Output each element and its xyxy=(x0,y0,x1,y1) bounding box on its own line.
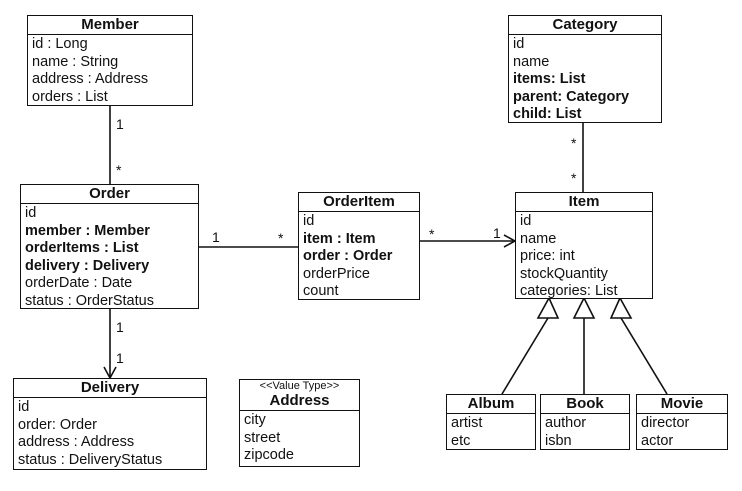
delivery-attr-order: order: Order xyxy=(18,416,97,433)
address-class-name: Address xyxy=(269,392,330,409)
movie-generalization-triangle xyxy=(609,296,633,319)
item-attr-categories: categories: List xyxy=(520,283,618,299)
orderitem-attr-count: count xyxy=(303,283,339,299)
member-attr-name: name : String xyxy=(32,53,119,70)
order-attr-id: id xyxy=(25,205,37,221)
mult-member-order-bottom: * xyxy=(116,162,122,178)
delivery-attr-id: id xyxy=(18,399,30,415)
order-class-name: Order xyxy=(21,185,198,204)
mult-member-order-top: 1 xyxy=(116,116,124,132)
orderitem-attr-item: item : Item xyxy=(303,230,376,247)
address-attr-zipcode: zipcode xyxy=(244,447,294,463)
movie-item-generalization xyxy=(620,317,668,395)
order-class: Order id member : Member orderItems : Li… xyxy=(20,184,199,309)
orderitem-attr-id: id xyxy=(303,213,315,229)
movie-class-name: Movie xyxy=(637,395,727,414)
item-class-name: Item xyxy=(516,193,652,212)
category-attr-parent: parent: Category xyxy=(513,88,630,105)
category-attr-id: id xyxy=(513,36,525,52)
orderitem-attr-order: order : Order xyxy=(303,248,393,264)
order-attr-member: member : Member xyxy=(25,222,150,239)
mult-order-delivery-top: 1 xyxy=(116,319,124,335)
album-class: Album artist etc xyxy=(446,394,536,450)
member-attr-orders: orders : List xyxy=(32,88,108,105)
album-attr-etc: etc xyxy=(451,432,471,449)
address-attr-city: city xyxy=(244,412,266,428)
mult-orderitem-item-left: * xyxy=(429,226,435,242)
book-attr-author: author xyxy=(545,415,587,431)
item-attr-name: name xyxy=(520,230,557,247)
category-class: Category id name items: List parent: Cat… xyxy=(508,15,662,123)
book-attr-isbn: isbn xyxy=(545,432,572,449)
member-class: Member id : Long name : String address :… xyxy=(27,15,193,106)
category-attr-items: items: List xyxy=(513,71,586,87)
category-class-name: Category xyxy=(509,16,661,35)
mult-category-item-bottom: * xyxy=(571,170,577,186)
album-attr-artist: artist xyxy=(451,415,483,431)
item-attr-id: id xyxy=(520,213,532,229)
delivery-attr-status: status : DeliveryStatus xyxy=(18,451,163,468)
category-attr-child: child: List xyxy=(513,106,582,122)
order-attr-delivery: delivery : Delivery xyxy=(25,257,150,274)
book-generalization-triangle xyxy=(572,296,596,319)
delivery-class-name: Delivery xyxy=(14,379,206,398)
item-attr-price: price: int xyxy=(520,248,575,264)
mult-category-item-top: * xyxy=(571,135,577,151)
movie-attr-actor: actor xyxy=(641,432,674,449)
category-attr-name: name xyxy=(513,53,550,70)
item-attr-stockquantity: stockQuantity xyxy=(520,265,608,282)
order-attr-orderdate: orderDate : Date xyxy=(25,275,133,291)
orderitem-class: OrderItem id item : Item order : Order o… xyxy=(298,192,420,300)
member-attr-id: id : Long xyxy=(32,36,88,52)
member-attr-address: address : Address xyxy=(32,71,149,87)
address-attr-street: street xyxy=(244,429,281,446)
order-attr-orderitems: orderItems : List xyxy=(25,240,139,256)
orderitem-attr-orderprice: orderPrice xyxy=(303,265,370,282)
orderitem-class-name: OrderItem xyxy=(299,193,419,212)
book-class-name: Book xyxy=(541,395,629,414)
address-class: <<Value Type>> Address city street zipco… xyxy=(239,379,360,467)
mult-order-delivery-bottom: 1 xyxy=(116,350,124,366)
order-attr-status: status : OrderStatus xyxy=(25,292,154,309)
album-class-name: Album xyxy=(447,395,535,414)
album-item-generalization xyxy=(501,317,549,395)
mult-orderitem-item-right: 1 xyxy=(493,225,501,241)
mult-order-orderitem-right: * xyxy=(278,230,284,246)
book-class: Book author isbn xyxy=(540,394,630,450)
movie-attr-director: director xyxy=(641,415,690,431)
mult-order-orderitem-left: 1 xyxy=(212,229,220,245)
movie-class: Movie director actor xyxy=(636,394,728,450)
address-stereotype: <<Value Type>> xyxy=(259,380,340,392)
item-class: Item id name price: int stockQuantity ca… xyxy=(515,192,653,299)
album-generalization-triangle xyxy=(536,296,560,319)
delivery-class: Delivery id order: Order address : Addre… xyxy=(13,378,207,470)
member-class-name: Member xyxy=(28,16,192,35)
delivery-attr-address: address : Address xyxy=(18,434,135,450)
address-class-header: <<Value Type>> Address xyxy=(240,380,359,411)
